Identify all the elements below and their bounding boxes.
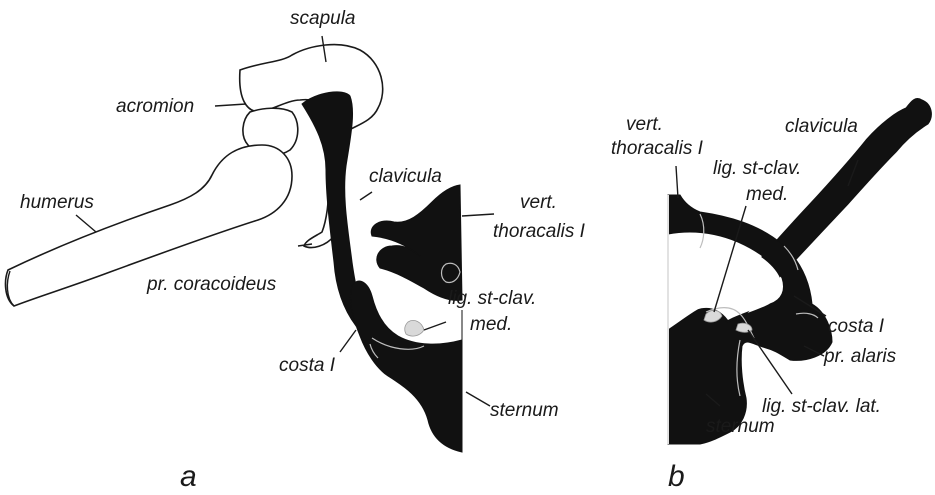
label-vert-b-line2: thoracalis I [611, 138, 704, 159]
panel-label-a: a [180, 460, 197, 493]
leader-vert-b [676, 166, 678, 198]
label-lig-med-a-line1: lig. st-clav. [448, 288, 536, 309]
panel-b: vert. thoracalis I clavicula lig. st-cla… [611, 98, 931, 493]
leader-humerus [76, 215, 96, 232]
label-costa-a: costa I [279, 355, 336, 376]
label-pr-coracoideus: pr. coracoideus [146, 274, 277, 295]
panel-label-b: b [668, 460, 685, 493]
label-acromion: acromion [116, 96, 194, 117]
label-vert-b-line1: vert. [626, 114, 663, 135]
label-sternum-b: sternum [706, 416, 775, 437]
sternum-a-shape [350, 281, 462, 452]
leader-acromion [215, 104, 246, 106]
leader-vert-a [462, 214, 494, 216]
leader-costa-a [340, 330, 356, 352]
label-sternum-a: sternum [490, 400, 559, 421]
label-lig-lat-b: lig. st-clav. lat. [762, 396, 881, 417]
label-clavicula: clavicula [369, 166, 442, 187]
leader-lig-med-a [424, 322, 446, 330]
leader-sternum-a [466, 392, 490, 406]
label-scapula: scapula [290, 8, 356, 29]
label-humerus: humerus [20, 192, 94, 213]
leader-clavicula [360, 192, 372, 200]
label-lig-med-b-line1: lig. st-clav. [713, 158, 801, 179]
label-costa-b: costa I [828, 316, 885, 337]
label-clavicula-b: clavicula [785, 116, 858, 137]
lig-st-clav-med-a [405, 320, 424, 336]
panel-a: scapula acromion humerus clavicula vert.… [6, 8, 586, 493]
label-vert-a-line1: vert. [520, 192, 557, 213]
label-vert-a-line2: thoracalis I [493, 221, 586, 242]
label-lig-med-a-line2: med. [470, 314, 512, 335]
label-lig-med-b-line2: med. [746, 184, 788, 205]
label-pr-alaris: pr. alaris [823, 346, 897, 367]
